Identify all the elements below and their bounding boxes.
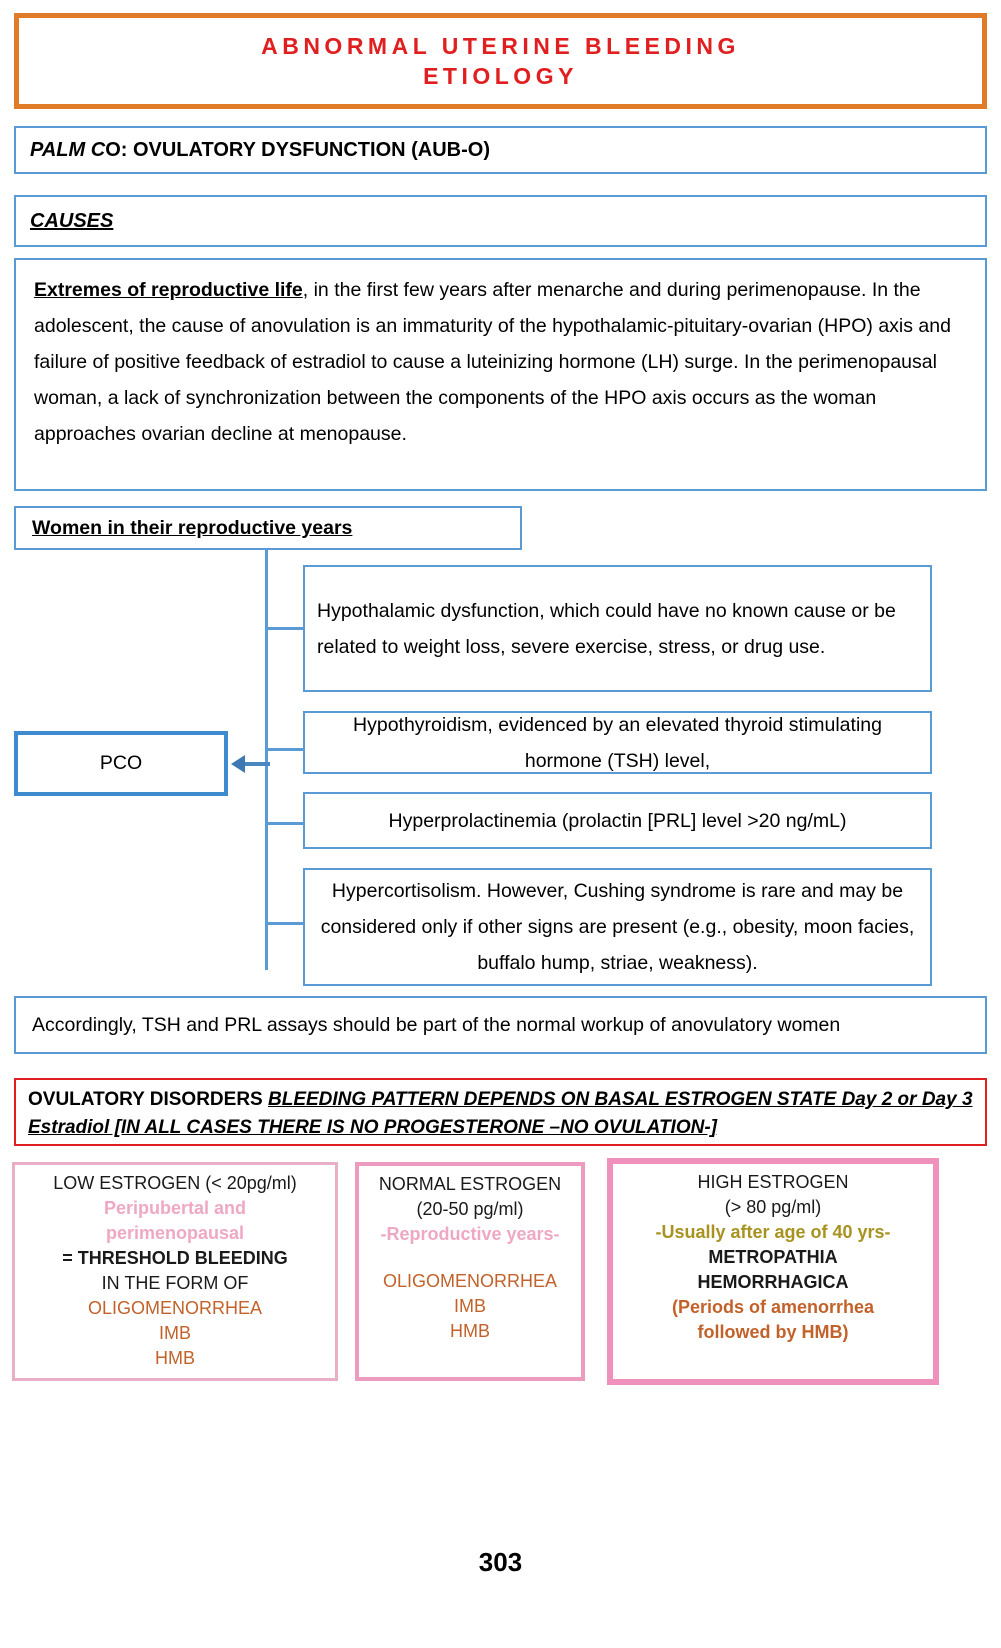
branch-box-hyperprolactinemia: Hyperprolactinemia (prolactin [PRL] leve… [303, 792, 932, 849]
branch-text-2: Hypothyroidism, evidenced by an elevated… [353, 713, 882, 772]
branch-box-hypothalamic-dysfunction: Hypothalamic dysfunction, which could ha… [303, 565, 932, 692]
low-estrogen-line-6: OLIGOMENORRHEA [87, 1298, 263, 1318]
branch-stub-2 [265, 748, 310, 751]
branch-stub-4 [265, 922, 310, 925]
pco-arrow-left-icon [231, 755, 245, 773]
branch-box-hypercortisolism: Hypercortisolism. However, Cushing syndr… [303, 868, 932, 986]
reproductive-years-heading-box: Women in their reproductive years [14, 506, 522, 550]
causes-label: CAUSES [30, 210, 114, 232]
high-estrogen-line-3: -Usually after age of 40 yrs- [655, 1222, 891, 1242]
low-estrogen-line-5: IN THE FORM OF [101, 1273, 249, 1293]
normal-estrogen-line-1: NORMAL ESTROGEN [378, 1174, 562, 1194]
normal-estrogen-line-4: OLIGOMENORRHEA [382, 1271, 558, 1291]
high-estrogen-line-7: followed by HMB) [697, 1322, 849, 1342]
extremes-paragraph-box: Extremes of reproductive life, in the fi… [14, 258, 987, 491]
branch-text-4: Hypercortisolism. However, Cushing syndr… [320, 880, 915, 974]
page-number: 303 [478, 1547, 523, 1577]
high-estrogen-line-2: (> 80 pg/ml) [724, 1197, 822, 1217]
normal-estrogen-spacer [365, 1247, 575, 1269]
pco-box: PCO [14, 731, 228, 796]
high-estrogen-line-5: HEMORRHAGICA [697, 1272, 849, 1292]
extremes-paragraph-text: Extremes of reproductive life, in the fi… [34, 272, 967, 452]
palm-bold-label: O: OVULATORY DYSFUNCTION (AUB-O) [105, 139, 490, 161]
reproductive-years-heading: Women in their reproductive years [32, 517, 353, 539]
pco-label: PCO [99, 752, 143, 774]
high-estrogen-line-6: (Periods of amenorrhea [671, 1297, 875, 1317]
low-estrogen-line-1: LOW ESTROGEN (< 20pg/ml) [53, 1173, 297, 1193]
palm-header-box: PALM CO: OVULATORY DYSFUNCTION (AUB-O) [14, 126, 987, 174]
branch-stub-3 [265, 822, 310, 825]
low-estrogen-line-7: IMB [158, 1323, 191, 1343]
normal-estrogen-box: NORMAL ESTROGEN (20-50 pg/ml) -Reproduct… [355, 1162, 585, 1381]
palm-italic-label: PALM C [30, 139, 106, 161]
low-estrogen-line-4: = THRESHOLD BLEEDING [62, 1248, 288, 1268]
normal-estrogen-line-2: (20-50 pg/ml) [416, 1199, 524, 1219]
title-banner: ABNORMAL UTERINE BLEEDING ETIOLOGY [14, 13, 987, 109]
normal-estrogen-line-6: HMB [450, 1321, 490, 1341]
palm-header-text: PALM CO: OVULATORY DYSFUNCTION (AUB-O) [30, 137, 490, 163]
low-estrogen-line-3: perimenopausal [105, 1223, 245, 1243]
branch-text-3: Hyperprolactinemia (prolactin [PRL] leve… [388, 809, 847, 832]
ovulatory-disorders-emphasis: BLEEDING PATTERN DEPENDS ON BASAL ESTROG… [28, 1089, 973, 1138]
flow-trunk-line [265, 550, 268, 970]
ovulatory-disorders-plain: OVULATORY DISORDERS [28, 1089, 268, 1110]
low-estrogen-line-8: HMB [155, 1348, 195, 1368]
high-estrogen-line-4: METROPATHIA [708, 1247, 838, 1267]
high-estrogen-box: HIGH ESTROGEN (> 80 pg/ml) -Usually afte… [607, 1158, 939, 1385]
accordingly-box: Accordingly, TSH and PRL assays should b… [14, 996, 987, 1054]
paragraph-lead-phrase: Extremes of reproductive life [34, 279, 303, 301]
high-estrogen-line-1: HIGH ESTROGEN [697, 1172, 849, 1192]
branch-stub-1 [265, 627, 310, 630]
pco-connector-stub [245, 762, 270, 766]
paragraph-body-text: , in the first few years after menarche … [34, 279, 951, 445]
ovulatory-disorders-text: OVULATORY DISORDERS BLEEDING PATTERN DEP… [28, 1086, 973, 1142]
accordingly-text: Accordingly, TSH and PRL assays should b… [32, 1013, 841, 1036]
normal-estrogen-line-3: -Reproductive years- [380, 1224, 560, 1244]
branch-box-hypothyroidism: Hypothyroidism, evidenced by an elevated… [303, 711, 932, 774]
title-line-2: ETIOLOGY [423, 63, 578, 89]
low-estrogen-line-2: Peripubertal and [103, 1198, 247, 1218]
ovulatory-disorders-box: OVULATORY DISORDERS BLEEDING PATTERN DEP… [14, 1078, 987, 1146]
title-line-1: ABNORMAL UTERINE BLEEDING [261, 33, 740, 59]
normal-estrogen-line-5: IMB [453, 1296, 486, 1316]
branch-text-1: Hypothalamic dysfunction, which could ha… [317, 599, 896, 658]
causes-box: CAUSES [14, 195, 987, 247]
low-estrogen-box: LOW ESTROGEN (< 20pg/ml) Peripubertal an… [12, 1162, 338, 1381]
